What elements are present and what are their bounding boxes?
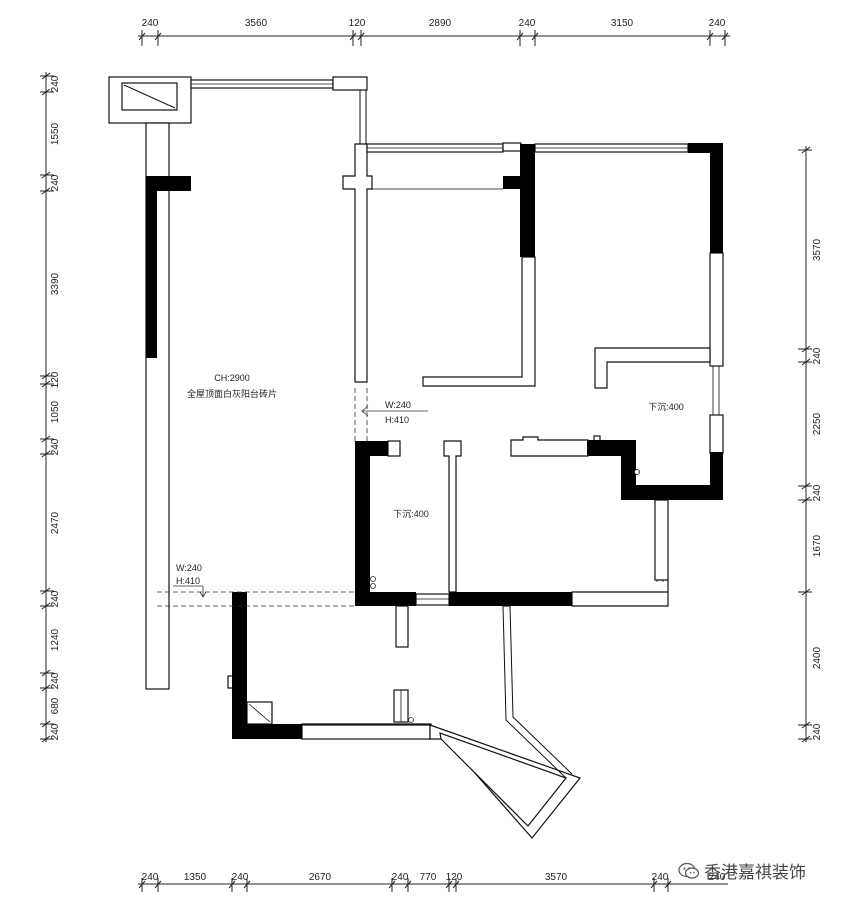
left-dim-7: 240 xyxy=(50,438,61,455)
outline-walls xyxy=(108,76,724,839)
bottom-dim-9: 240 xyxy=(652,872,669,883)
left-dim-1: 240 xyxy=(50,75,61,92)
top-dim-4: 2890 xyxy=(429,18,452,29)
bottom-dim-2: 1350 xyxy=(184,872,207,883)
bottom-dim-7: 120 xyxy=(446,872,463,883)
sunken-floor-label-bath: 下沉:400 xyxy=(393,509,429,519)
opening-markers xyxy=(173,405,428,598)
opening-b-height-label: H:410 xyxy=(176,576,200,586)
left-dim-9: 240 xyxy=(50,590,61,607)
watermark-text: 香港嘉祺装饰 xyxy=(704,863,806,883)
right-dim-5: 1670 xyxy=(812,534,823,557)
bottom-dim-6: 770 xyxy=(420,872,437,883)
bottom-dimension-chain xyxy=(138,878,728,892)
bottom-dim-1: 240 xyxy=(142,872,159,883)
right-dim-4: 240 xyxy=(812,484,823,501)
right-dim-6: 2400 xyxy=(812,646,823,669)
left-dim-4: 3390 xyxy=(50,272,61,295)
floor-drains xyxy=(370,469,640,723)
left-dim-10: 1240 xyxy=(50,628,61,651)
top-dimension-chain xyxy=(138,30,730,46)
right-dim-7: 240 xyxy=(812,723,823,740)
right-dim-1: 3570 xyxy=(812,238,823,261)
left-dimension-chain xyxy=(40,72,54,743)
bottom-dim-5: 240 xyxy=(392,872,409,883)
sunken-floor-label-bedroom: 下沉:400 xyxy=(648,402,684,412)
top-dim-6: 3150 xyxy=(611,18,634,29)
top-dim-2: 3560 xyxy=(245,18,268,29)
structural-walls xyxy=(146,143,723,739)
left-dim-12: 680 xyxy=(50,697,61,714)
top-dim-1: 240 xyxy=(142,18,159,29)
left-dim-5: 120 xyxy=(50,371,61,388)
left-dim-13: 240 xyxy=(50,723,61,740)
left-dim-11: 240 xyxy=(50,672,61,689)
bottom-dim-8: 3570 xyxy=(545,872,568,883)
left-dim-3: 240 xyxy=(50,174,61,191)
beam-dashes xyxy=(157,388,368,607)
wechat-icon xyxy=(678,862,700,879)
left-dimension-labels: 240 1550 240 3390 120 1050 240 2470 240 … xyxy=(50,75,61,740)
left-dim-6: 1050 xyxy=(50,400,61,423)
right-dimension-chain xyxy=(798,146,812,743)
watermark: 香港嘉祺装饰 xyxy=(678,858,806,883)
right-dim-2: 240 xyxy=(812,347,823,364)
bottom-dimension-labels: 240 1350 240 2670 240 770 120 3570 240 2… xyxy=(142,872,726,883)
right-dim-3: 2250 xyxy=(812,412,823,435)
ceiling-height-label: CH:2900 xyxy=(214,373,250,383)
left-dim-2: 1550 xyxy=(50,122,61,145)
left-dim-8: 2470 xyxy=(50,511,61,534)
top-dim-3: 120 xyxy=(349,18,366,29)
right-dimension-labels: 3570 240 2250 240 1670 2400 240 xyxy=(812,238,823,740)
bottom-dim-4: 2670 xyxy=(309,872,332,883)
opening-b-width-label: W:240 xyxy=(176,563,202,573)
bottom-dim-3: 240 xyxy=(232,872,249,883)
top-dim-5: 240 xyxy=(519,18,536,29)
ceiling-finish-label: 全屋顶面白灰阳台砖片 xyxy=(187,388,277,399)
opening-a-height-label: H:410 xyxy=(385,415,409,425)
top-dim-7: 240 xyxy=(709,18,726,29)
bottom-dim-10: 240 xyxy=(709,872,726,883)
top-dimension-labels: 240 3560 120 2890 240 3150 240 xyxy=(142,18,726,29)
opening-a-width-label: W:240 xyxy=(385,400,411,410)
